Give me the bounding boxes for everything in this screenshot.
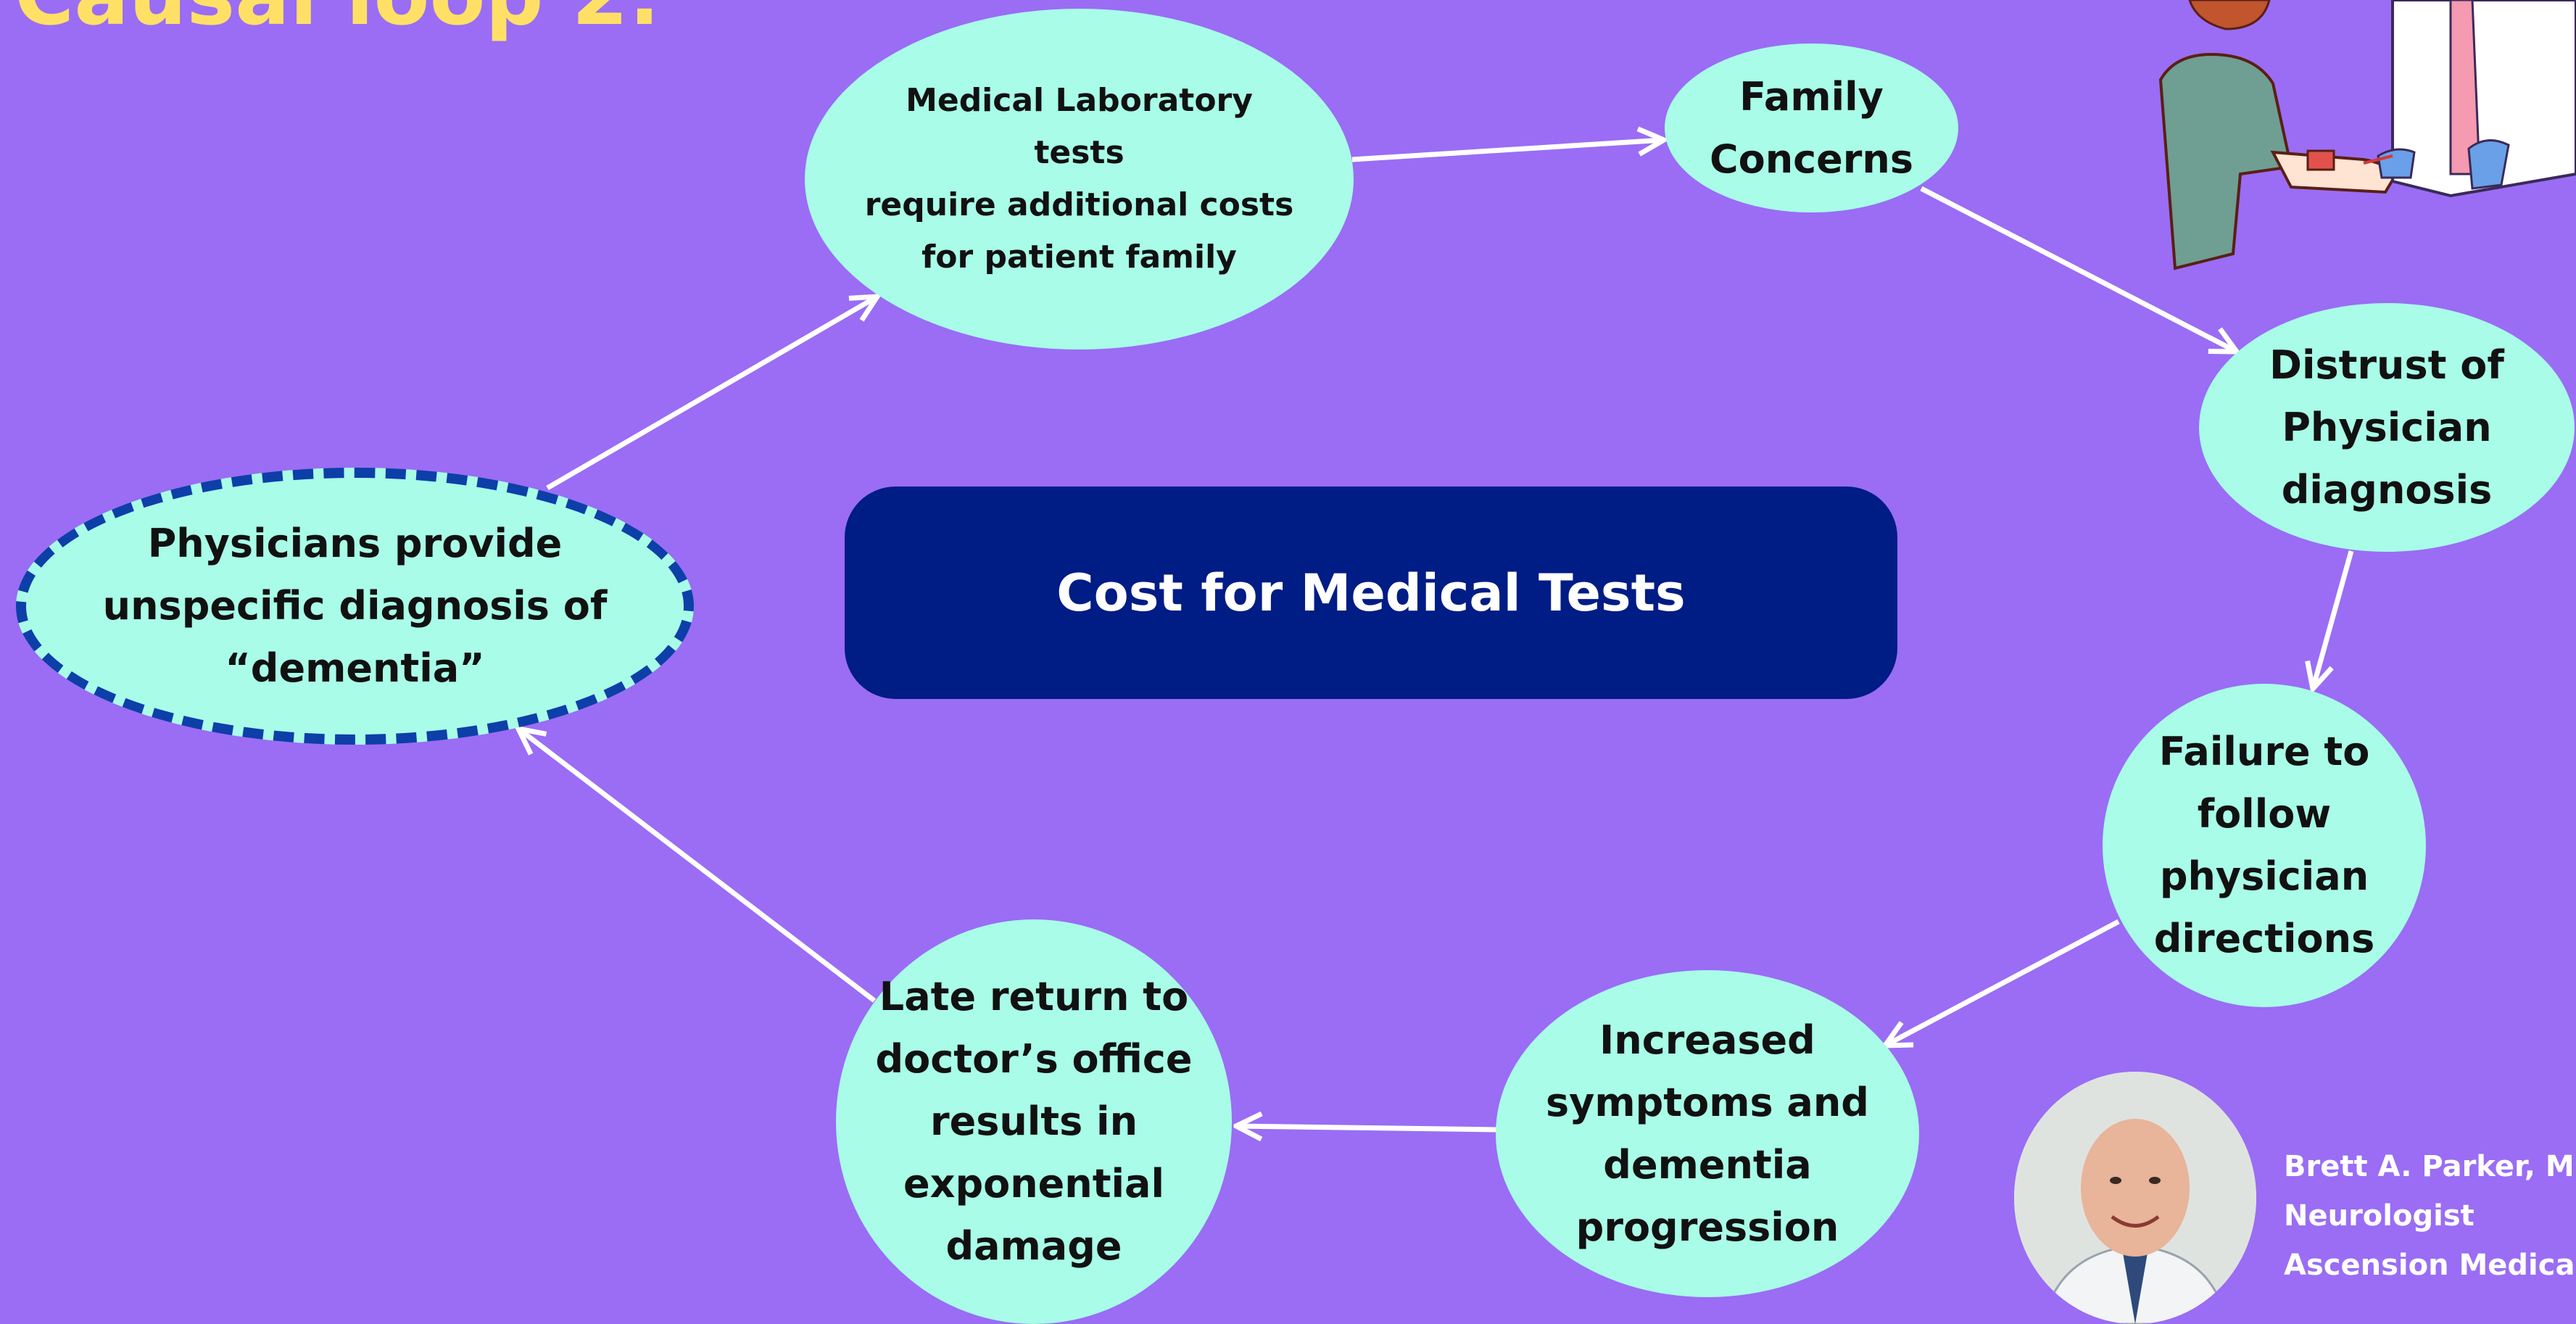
doctor-photo <box>2014 1072 2256 1324</box>
node-increased-symptoms: Increased symptoms and dementia progress… <box>1496 970 1919 1297</box>
node-failure: Failure to follow physician directions <box>2103 684 2426 1007</box>
node-family-concerns: Family Concerns <box>1665 44 1958 212</box>
arrow-symptoms-to-late <box>1236 1126 1498 1130</box>
doctor-portrait-graphic <box>2014 1072 2256 1324</box>
credit-role: Neurologist <box>2284 1199 2474 1233</box>
node-unspecific-diagnosis: Physicians provide unspecific diagnosis … <box>16 468 694 745</box>
node-late-return: Late return to doctor’s office results i… <box>836 919 1232 1324</box>
credit-name: Brett A. Parker, MD <box>2284 1150 2576 1183</box>
center-title-box: Cost for Medical Tests <box>845 487 1897 699</box>
arrow-late-to-diagnosis <box>518 729 877 1003</box>
node-lab-tests: Medical Laboratory tests require additio… <box>805 9 1354 349</box>
arrow-failure-to-symptoms <box>1885 919 2120 1046</box>
arrow-lab-to-family <box>1351 140 1664 162</box>
center-title: Cost for Medical Tests <box>1056 563 1686 623</box>
credit-org: Ascension Medical <box>2284 1249 2576 1282</box>
blood-draw-illustration <box>2158 0 2576 270</box>
page-title: Causal loop 2: <box>15 0 660 44</box>
arrow-distrust-to-failure <box>2313 550 2354 689</box>
arrow-family-to-distrust <box>1920 186 2237 352</box>
node-distrust: Distrust of Physician diagnosis <box>2199 303 2575 552</box>
credit-block: Brett A. Parker, MD Neurologist Ascensio… <box>2284 1142 2576 1290</box>
arrow-diagnosis-to-lab <box>546 297 877 491</box>
